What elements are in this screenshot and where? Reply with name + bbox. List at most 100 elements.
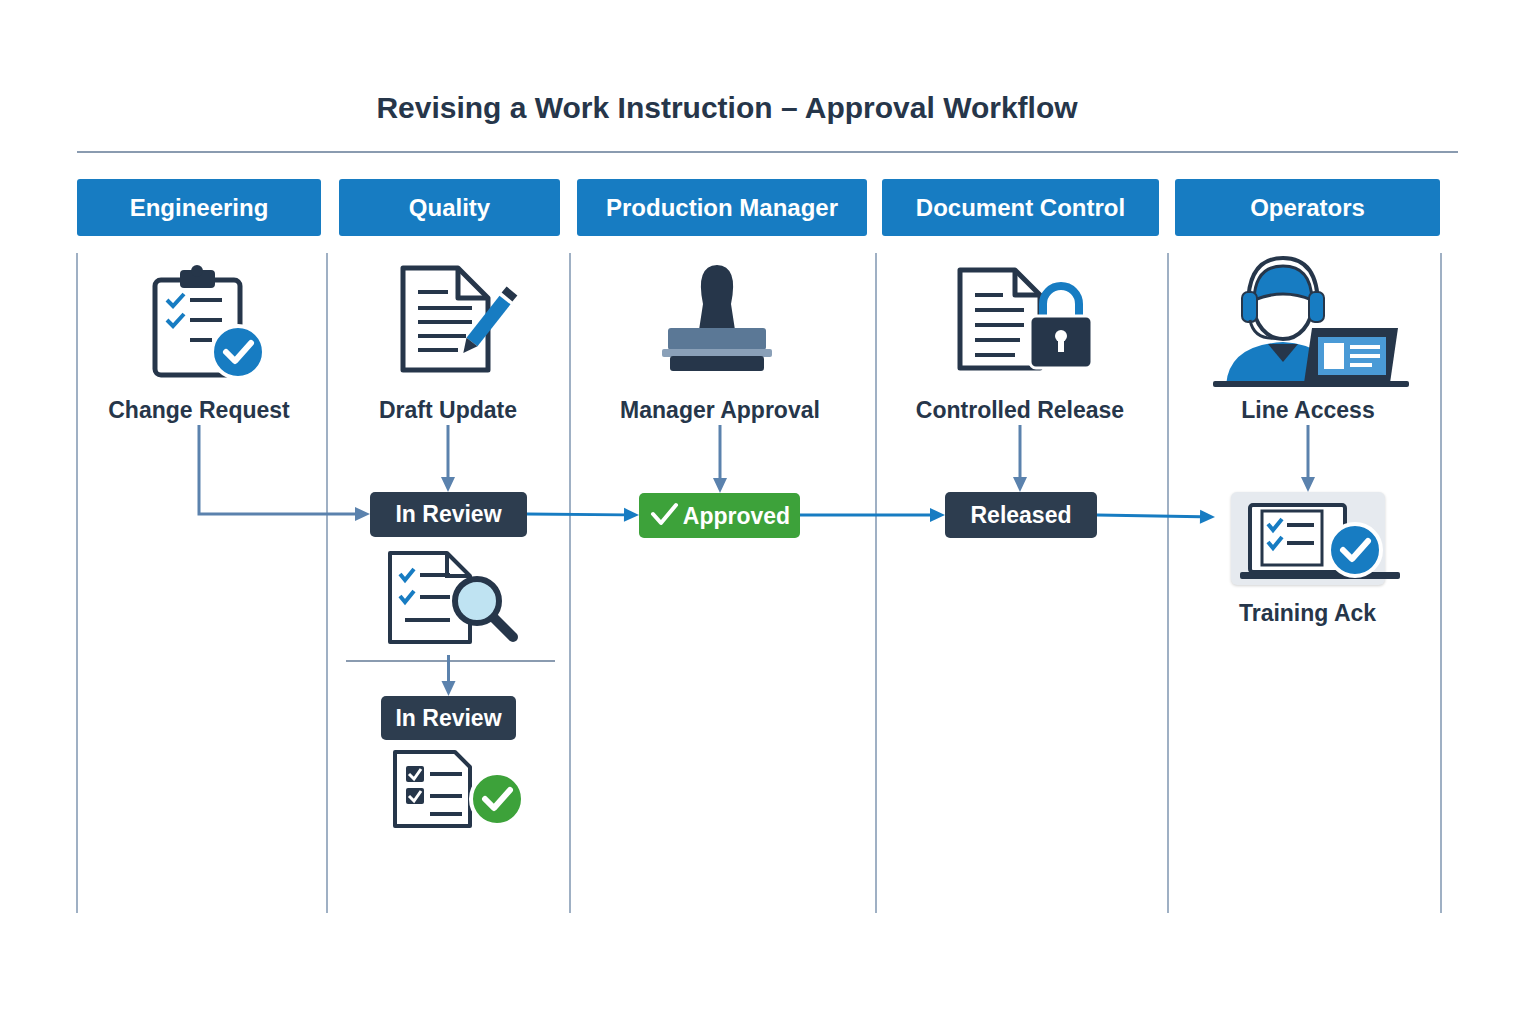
magnifier-lens — [455, 579, 499, 623]
arrow-head — [713, 478, 727, 493]
headset-band — [1248, 258, 1318, 306]
pencil-eraser — [507, 291, 512, 297]
text-line — [430, 812, 462, 816]
process-step: Draft Update — [333, 260, 563, 425]
lane-divider — [1440, 253, 1442, 913]
stamp-icon — [662, 265, 772, 371]
connector-line — [1097, 515, 1201, 517]
process-step: Line Access — [1188, 260, 1428, 425]
arrow-head — [1200, 510, 1215, 524]
check-mark — [1343, 541, 1368, 559]
text-line — [190, 338, 212, 342]
swimlane: QualityDraft Update In Review In Review — [327, 179, 570, 913]
check-mark — [400, 591, 414, 602]
connector-line — [1307, 425, 1310, 478]
lane-divider — [326, 253, 328, 913]
keyhole — [1058, 338, 1064, 352]
operator-icon — [1213, 258, 1409, 387]
pencil-body — [472, 300, 505, 342]
laptop-display — [1318, 337, 1386, 375]
approved-checklist-icon — [395, 752, 523, 826]
text-line — [420, 573, 450, 577]
ack-panel — [1231, 492, 1385, 585]
stamp-handle — [699, 265, 735, 330]
status-box: Released — [945, 492, 1097, 538]
lane-header: Operators — [1175, 179, 1440, 236]
swimlane: EngineeringChange Request — [77, 179, 327, 913]
headset-cup — [1242, 292, 1257, 322]
lane-title: Quality — [409, 194, 490, 222]
status-label: In Review — [395, 501, 501, 528]
connector-line — [527, 513, 625, 517]
check-mark — [167, 294, 184, 306]
lane-header: Quality — [339, 179, 560, 236]
lock-shackle — [1043, 286, 1079, 318]
document-sheet — [403, 268, 488, 370]
lane-divider — [875, 253, 877, 913]
display-line — [1350, 363, 1372, 367]
check-mark — [226, 343, 251, 361]
section-divider — [346, 660, 555, 662]
text-line — [418, 334, 466, 338]
check-mark — [409, 791, 421, 801]
flow-connector — [199, 425, 370, 521]
edit-document-icon — [403, 268, 512, 370]
arrow-head — [441, 477, 455, 492]
arrow-head — [1301, 477, 1315, 492]
check-mark — [167, 314, 184, 326]
operator-head — [1254, 273, 1312, 339]
clipboard-icon — [155, 265, 264, 378]
flow-connector — [527, 508, 639, 522]
display-line — [1350, 354, 1380, 358]
text-line — [1287, 523, 1314, 527]
step-label: Training Ack — [1215, 598, 1400, 628]
magnifier-handle — [494, 618, 513, 637]
lock-body — [1030, 316, 1092, 368]
keyhole — [1055, 330, 1067, 342]
check-badge — [471, 773, 523, 825]
pencil-tip — [463, 338, 477, 353]
review-icon — [390, 553, 513, 642]
flow-connector — [713, 425, 727, 493]
locked-document-icon — [960, 270, 1092, 368]
text-line — [190, 298, 222, 302]
connector-line — [199, 425, 356, 514]
text-line — [430, 794, 462, 798]
flow-connector — [1097, 510, 1215, 524]
check-mark — [1268, 537, 1282, 548]
arrow-head — [930, 508, 945, 522]
clipboard-clip — [191, 265, 203, 277]
text-line — [190, 318, 222, 322]
stamp-plate — [662, 349, 772, 357]
status-label: In Review — [395, 704, 501, 732]
arrow-head — [1013, 477, 1027, 492]
lane-title: Engineering — [130, 194, 269, 222]
stamp-body — [668, 328, 766, 350]
text-line — [975, 338, 1020, 342]
flow-connector — [442, 655, 456, 696]
document-fold — [447, 553, 470, 576]
check-mark — [485, 790, 510, 808]
swimlane: Production ManagerManager ApprovalApprov… — [570, 179, 876, 913]
status-label: Approved — [683, 502, 790, 530]
flow-connector — [441, 425, 455, 492]
headset-cup — [1309, 292, 1324, 322]
operator-cap — [1254, 266, 1312, 300]
connector-line — [719, 425, 722, 479]
lane-title: Operators — [1250, 194, 1365, 222]
operator-body — [1226, 342, 1340, 385]
lane-header: Production Manager — [577, 179, 867, 236]
lane-title: Production Manager — [606, 194, 838, 222]
desk-line — [1213, 381, 1409, 387]
stamp-base — [670, 356, 764, 371]
clipboard-board — [155, 280, 240, 375]
check-mark — [409, 769, 421, 779]
step-label: Change Request — [108, 395, 289, 425]
text-line — [1287, 541, 1314, 545]
text-line — [975, 323, 1024, 327]
check-mark — [400, 569, 414, 580]
lane-divider — [569, 253, 571, 913]
check-badge — [1329, 524, 1381, 576]
text-line — [405, 618, 450, 622]
